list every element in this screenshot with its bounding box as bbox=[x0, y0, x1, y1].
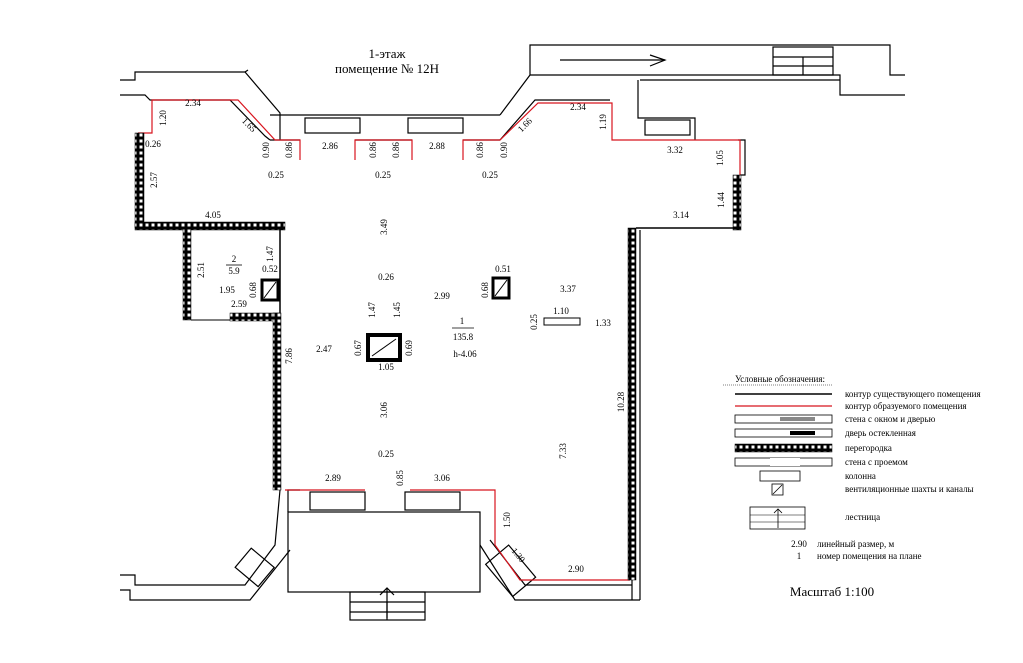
dim-1-20: 1.20 bbox=[158, 110, 168, 126]
dim-1-05-top: 1.05 bbox=[715, 150, 725, 166]
dim-0-25-b: 0.25 bbox=[375, 170, 391, 180]
dim-2-89: 2.89 bbox=[325, 473, 341, 483]
dim-0-86-c: 0.86 bbox=[391, 142, 401, 158]
dim-1-19: 1.19 bbox=[598, 114, 608, 130]
legend-sample-room: 1 bbox=[797, 551, 802, 561]
dim-1-47-room2: 1.47 bbox=[265, 246, 275, 262]
dim-4-05: 4.05 bbox=[205, 210, 221, 220]
title-premises: помещение № 12Н bbox=[335, 61, 439, 76]
dim-3-06-a: 3.06 bbox=[379, 402, 389, 418]
dim-1-44: 1.44 bbox=[716, 192, 726, 208]
legend-item-new: контур образуемого помещения bbox=[845, 401, 967, 411]
dim-2-88: 2.88 bbox=[429, 141, 445, 151]
dim-1-47-col: 1.47 bbox=[367, 302, 377, 318]
title-floor: 1-этаж bbox=[368, 46, 406, 61]
partition-right-short bbox=[732, 174, 742, 231]
dim-0-90-b: 0.90 bbox=[499, 142, 509, 158]
dim-2-51: 2.51 bbox=[196, 262, 206, 278]
dim-0-86-d: 0.86 bbox=[475, 142, 485, 158]
dim-2-90: 2.90 bbox=[568, 564, 584, 574]
dim-2-86: 2.86 bbox=[322, 141, 338, 151]
dim-0-90-a: 0.90 bbox=[261, 142, 271, 158]
dim-3-06-b: 3.06 bbox=[434, 473, 450, 483]
room2-number: 2 bbox=[232, 254, 237, 264]
ceiling-height: h-4.06 bbox=[453, 349, 477, 359]
dim-0-52: 0.52 bbox=[262, 264, 278, 274]
existing-contour bbox=[120, 44, 905, 621]
legend-item-partition: перегородка bbox=[845, 443, 892, 453]
dim-0-26-col: 0.26 bbox=[378, 272, 394, 282]
columns bbox=[260, 276, 581, 362]
dim-0-51: 0.51 bbox=[495, 264, 511, 274]
legend-item-stairs: лестница bbox=[845, 512, 880, 522]
partition-room2-top bbox=[134, 221, 286, 231]
dim-0-25-a: 0.25 bbox=[268, 170, 284, 180]
partition-left-outer bbox=[134, 132, 145, 229]
dim-3-49: 3.49 bbox=[379, 219, 389, 235]
partitions bbox=[134, 132, 742, 581]
dim-0-68-a: 0.68 bbox=[248, 282, 258, 298]
dim-1-95: 1.95 bbox=[219, 285, 235, 295]
dim-0-25-c: 0.25 bbox=[482, 170, 498, 180]
dim-3-14: 3.14 bbox=[673, 210, 689, 220]
dim-0-85: 0.85 bbox=[395, 470, 405, 486]
legend-item-column: колонна bbox=[845, 471, 876, 481]
dim-0-25-d: 0.25 bbox=[529, 314, 539, 330]
dim-7-33: 7.33 bbox=[558, 443, 568, 459]
dim-2-47: 2.47 bbox=[316, 344, 332, 354]
room-labels: 1 135.8 2 5.9 bbox=[226, 254, 474, 342]
dim-0-69: 0.69 bbox=[404, 340, 414, 356]
dim-0-67: 0.67 bbox=[353, 340, 363, 356]
legend-heading: Условные обозначения: bbox=[735, 374, 825, 384]
dim-2-59: 2.59 bbox=[231, 299, 247, 309]
dimension-labels: 2.34 1.65 1.20 0.26 2.57 0.90 0.86 2.86 … bbox=[145, 98, 726, 574]
dim-0-26: 0.26 bbox=[145, 139, 161, 149]
legend: Условные обозначения: контур существующе… bbox=[723, 374, 981, 561]
legend-item-window-wall: стена с окном и дверью bbox=[845, 414, 936, 424]
dim-1-10: 1.10 bbox=[553, 306, 569, 316]
partition-room2-bottom bbox=[229, 312, 281, 322]
dim-2-34-right: 2.34 bbox=[570, 102, 586, 112]
dim-0-25-e: 0.25 bbox=[378, 449, 394, 459]
legend-item-ducts: вентиляционные шахты и каналы bbox=[845, 484, 974, 494]
dim-1-45: 1.45 bbox=[392, 302, 402, 318]
room1-number: 1 bbox=[460, 316, 465, 326]
partition-right-long bbox=[627, 227, 637, 581]
dim-0-68-b: 0.68 bbox=[480, 282, 490, 298]
column-small bbox=[543, 317, 581, 326]
dim-2-99: 2.99 bbox=[434, 291, 450, 301]
dim-10-28: 10.28 bbox=[616, 391, 626, 412]
dim-2-57: 2.57 bbox=[149, 172, 159, 188]
dim-1-33: 1.33 bbox=[595, 318, 611, 328]
legend-item-room-number: номер помещения на плане bbox=[817, 551, 922, 561]
dim-3-32: 3.32 bbox=[667, 145, 683, 155]
dim-1-50: 1.50 bbox=[502, 512, 512, 528]
partition-room2-left bbox=[182, 227, 192, 321]
legend-item-dimension: линейный размер, м bbox=[817, 539, 894, 549]
legend-item-opening-wall: стена с проемом bbox=[845, 457, 908, 467]
column-main bbox=[366, 333, 402, 362]
dim-0-86-a: 0.86 bbox=[284, 142, 294, 158]
room2-area: 5.9 bbox=[228, 266, 240, 276]
legend-item-glazed-door: дверь остекленная bbox=[845, 428, 916, 438]
partition-left-long bbox=[272, 312, 282, 491]
new-contour bbox=[138, 99, 741, 581]
dim-1-05-col: 1.05 bbox=[378, 362, 394, 372]
dim-2-34-left: 2.34 bbox=[185, 98, 201, 108]
legend-item-existing: контур существующего помещения bbox=[845, 389, 981, 399]
scale-label: Масштаб 1:100 bbox=[790, 584, 874, 599]
room1-area: 135.8 bbox=[453, 332, 474, 342]
legend-sample-dimension: 2.90 bbox=[791, 539, 807, 549]
dim-0-86-b: 0.86 bbox=[368, 142, 378, 158]
dim-7-86: 7.86 bbox=[284, 348, 294, 364]
dim-3-37: 3.37 bbox=[560, 284, 576, 294]
